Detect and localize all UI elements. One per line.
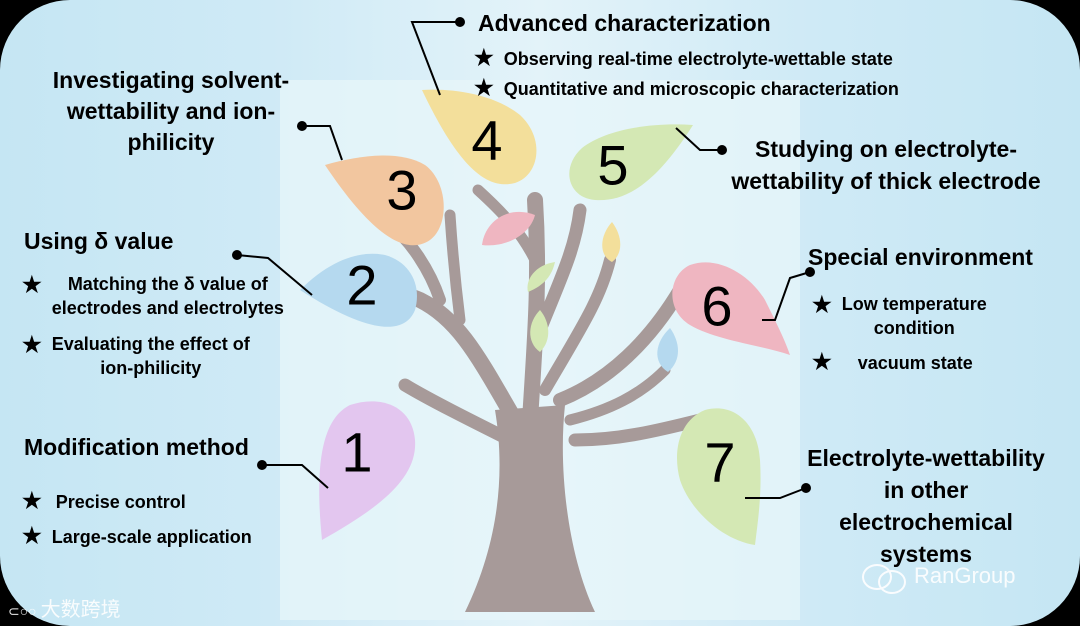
connector-dot-2 (232, 250, 242, 260)
branch-left-tip (444, 209, 466, 326)
star-icon: ★ (22, 523, 42, 548)
delta-item-2-line-2: ion-philicity (100, 358, 202, 378)
special-item-1-line-2: condition (873, 318, 955, 338)
star-icon: ★ (812, 292, 832, 317)
connector-dots (232, 17, 815, 493)
connector-3 (302, 125, 343, 161)
advanced-item-2-text: Quantitative and microscopic characteriz… (503, 79, 899, 99)
advanced-item-1-text: Observing real-time electrolyte-wettable… (503, 49, 893, 69)
solvent-title-line-2: wettability and ion- (66, 98, 276, 124)
other-title-line-3: electrochemical (839, 509, 1013, 535)
delta-item-1-text: Matching the δ value of electrodes and el… (52, 272, 284, 320)
leaf-number-6: 6 (701, 274, 733, 338)
special-item-1: ★ Low temperature condition (812, 292, 987, 340)
delta-item-2-line-1: Evaluating the effect of (51, 334, 250, 354)
leaf-4 (422, 89, 537, 185)
special-item-1-text: Low temperature condition (842, 292, 987, 340)
other-title-line-1: Electrolyte-wettability (807, 445, 1045, 471)
branch-right-1 (539, 254, 616, 396)
star-icon: ★ (22, 488, 42, 513)
watermark-left-text: 大数跨境 (40, 599, 121, 621)
wechat-icon (862, 562, 906, 594)
thick-title-line-2: wettability of thick electrode (731, 168, 1041, 194)
connector-dot-3 (297, 121, 307, 131)
other-title-line-2: in other (883, 477, 969, 503)
small-leaf-green-2 (530, 310, 549, 352)
connector-dot-6 (805, 267, 815, 277)
special-item-2: ★ vacuum state (812, 349, 973, 375)
connector-4 (410, 21, 460, 96)
leaf-number-4: 4 (471, 108, 503, 172)
delta-item-2-text: Evaluating the effect of ion-philicity (52, 332, 250, 380)
connector-dot-5 (717, 145, 727, 155)
delta-item-2: ★ Evaluating the effect of ion-philicity (22, 332, 250, 380)
star-icon: ★ (812, 349, 832, 374)
solvent-title: Investigating solvent- wettability and i… (40, 65, 302, 158)
branch-upper-right (533, 203, 587, 337)
leaf-6 (672, 262, 790, 355)
leaf-number-5: 5 (597, 133, 629, 197)
star-icon: ★ (22, 332, 42, 357)
branch-right-3 (564, 364, 671, 426)
watermark-right-text: RanGroup (914, 562, 1016, 588)
other-title-line-4: systems (879, 541, 973, 567)
connector-lines (236, 21, 811, 499)
advanced-item-2: ★ Quantitative and microscopic characteri… (474, 75, 899, 101)
other-title: Electrolyte-wettability in other electro… (790, 442, 1062, 570)
delta-title: Using δ value (24, 228, 174, 254)
connector-dot-4 (455, 17, 465, 27)
leaf-2 (300, 253, 417, 327)
star-icon: ★ (22, 272, 42, 297)
leaf-number-1: 1 (341, 420, 373, 484)
thick-title: Studying on electrolyte- wettability of … (702, 133, 1070, 197)
leaf-5 (569, 124, 693, 201)
special-item-2-text: vacuum state (857, 353, 973, 373)
delta-item-1-line-1: Matching the δ value of (67, 274, 268, 294)
small-leaf-blue (657, 328, 678, 372)
special-item-1-line-1: Low temperature (841, 294, 987, 314)
small-leaf-yellow (602, 222, 621, 262)
modification-item-2: ★ Large-scale application (22, 523, 252, 549)
star-icon: ★ (474, 45, 494, 70)
thick-title-line-1: Studying on electrolyte- (755, 136, 1017, 162)
delta-item-1-line-2: electrodes and electrolytes (51, 298, 284, 318)
connector-6 (762, 271, 811, 321)
solvent-title-line-1: Investigating solvent- (52, 67, 290, 93)
leaf-number-7: 7 (704, 430, 736, 494)
delta-item-1: ★ Matching the δ value of electrodes and e… (22, 272, 284, 320)
special-title: Special environment (808, 244, 1033, 270)
leaf-1 (319, 401, 416, 540)
connector-dot-7 (801, 483, 811, 493)
branch-left-mid (398, 378, 517, 447)
modification-title: Modification method (24, 434, 249, 460)
branch-center (522, 192, 546, 428)
connector-2 (236, 254, 313, 296)
tree-branches (347, 184, 707, 447)
leaf-number-2: 2 (346, 253, 378, 317)
leaf-3 (325, 155, 444, 246)
tree-trunk (465, 405, 595, 612)
watermark-left: ⊂○○大数跨境 (8, 593, 121, 622)
modification-item-2-text: Large-scale application (51, 527, 252, 547)
solvent-title-line-3: philicity (127, 129, 215, 155)
connector-dot-1 (257, 460, 267, 470)
modification-item-1: ★ Precise control (22, 488, 186, 514)
advanced-title: Advanced characterization (478, 10, 771, 36)
connector-1 (262, 464, 329, 489)
branch-right-2 (553, 283, 687, 407)
connector-5 (675, 127, 722, 151)
branch-right-4 (568, 413, 707, 447)
connector-7 (745, 487, 807, 499)
small-leaf-pink (482, 211, 535, 246)
watermark-right: RanGroup (862, 562, 1016, 594)
leaf-number-3: 3 (386, 158, 418, 222)
small-leaf-green-1 (527, 262, 555, 292)
leaf-7 (677, 408, 761, 545)
modification-item-1-text: Precise control (55, 492, 186, 512)
watermark-logo-icon: ⊂○○ (8, 603, 37, 619)
star-icon: ★ (474, 75, 494, 100)
advanced-item-1: ★ Observing real-time electrolyte-wettabl… (474, 45, 893, 71)
